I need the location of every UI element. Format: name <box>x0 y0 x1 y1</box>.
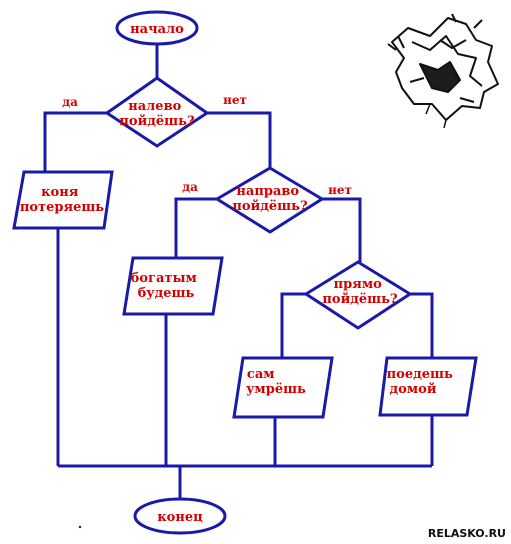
decision-straight-line-2: пойдёшь? <box>322 292 398 307</box>
stray-dot <box>78 525 82 529</box>
decision-straight: прямо пойдёшь? <box>303 260 413 330</box>
outcome-home-line-1: поедешь <box>387 367 453 382</box>
outcome-die-line-2: умрёшь <box>246 382 306 397</box>
outcome-home-line-2: домой <box>390 382 437 397</box>
decision-left-line-2: пойдёшь? <box>119 114 195 129</box>
decision-left-label: налево пойдёшь? <box>119 99 195 129</box>
branch-yes-left: да <box>62 95 78 109</box>
end-terminal: конец <box>133 497 227 535</box>
outcome-horse-line-2: потеряешь <box>20 200 104 215</box>
decision-left: налево пойдёшь? <box>104 76 210 148</box>
outcome-home-label: поедешь домой <box>387 367 458 397</box>
connectors <box>43 44 434 501</box>
outcome-rich-line-2: будешь <box>138 286 195 301</box>
decision-left-line-1: налево <box>128 99 181 114</box>
decision-straight-label: прямо пойдёшь? <box>322 277 398 307</box>
start-label: начало <box>130 22 184 37</box>
outcome-home: поедешь домой <box>378 356 478 417</box>
outcome-rich-label: богатым будешь <box>131 271 202 301</box>
outcome-die: сам умрёшь <box>232 356 334 419</box>
outcome-horse-label: коня потеряешь <box>20 185 104 215</box>
outcome-die-label: сам умрёшь <box>246 367 306 397</box>
watermark: RELASKO.RU <box>428 527 506 540</box>
decision-right-line-2: пойдёшь? <box>232 199 308 214</box>
decision-right-line-1: направо <box>236 184 299 199</box>
outcome-rich: богатым будешь <box>122 256 224 316</box>
branch-no-right: нет <box>328 183 352 197</box>
outcome-horse-line-1: коня <box>41 185 79 200</box>
decision-right-label: направо пойдёшь? <box>232 184 308 214</box>
decision-straight-line-1: прямо <box>334 277 383 292</box>
outcome-horse: коня потеряешь <box>12 170 114 230</box>
outcome-rich-line-1: богатым <box>131 271 197 286</box>
branch-yes-right: да <box>182 180 198 194</box>
sketch-illustration <box>387 13 499 129</box>
decision-right: направо пойдёшь? <box>214 166 325 234</box>
branch-no-left: нет <box>223 93 247 107</box>
outcome-die-line-1: сам <box>247 367 275 382</box>
end-label: конец <box>157 510 203 525</box>
start-terminal: начало <box>115 10 199 46</box>
